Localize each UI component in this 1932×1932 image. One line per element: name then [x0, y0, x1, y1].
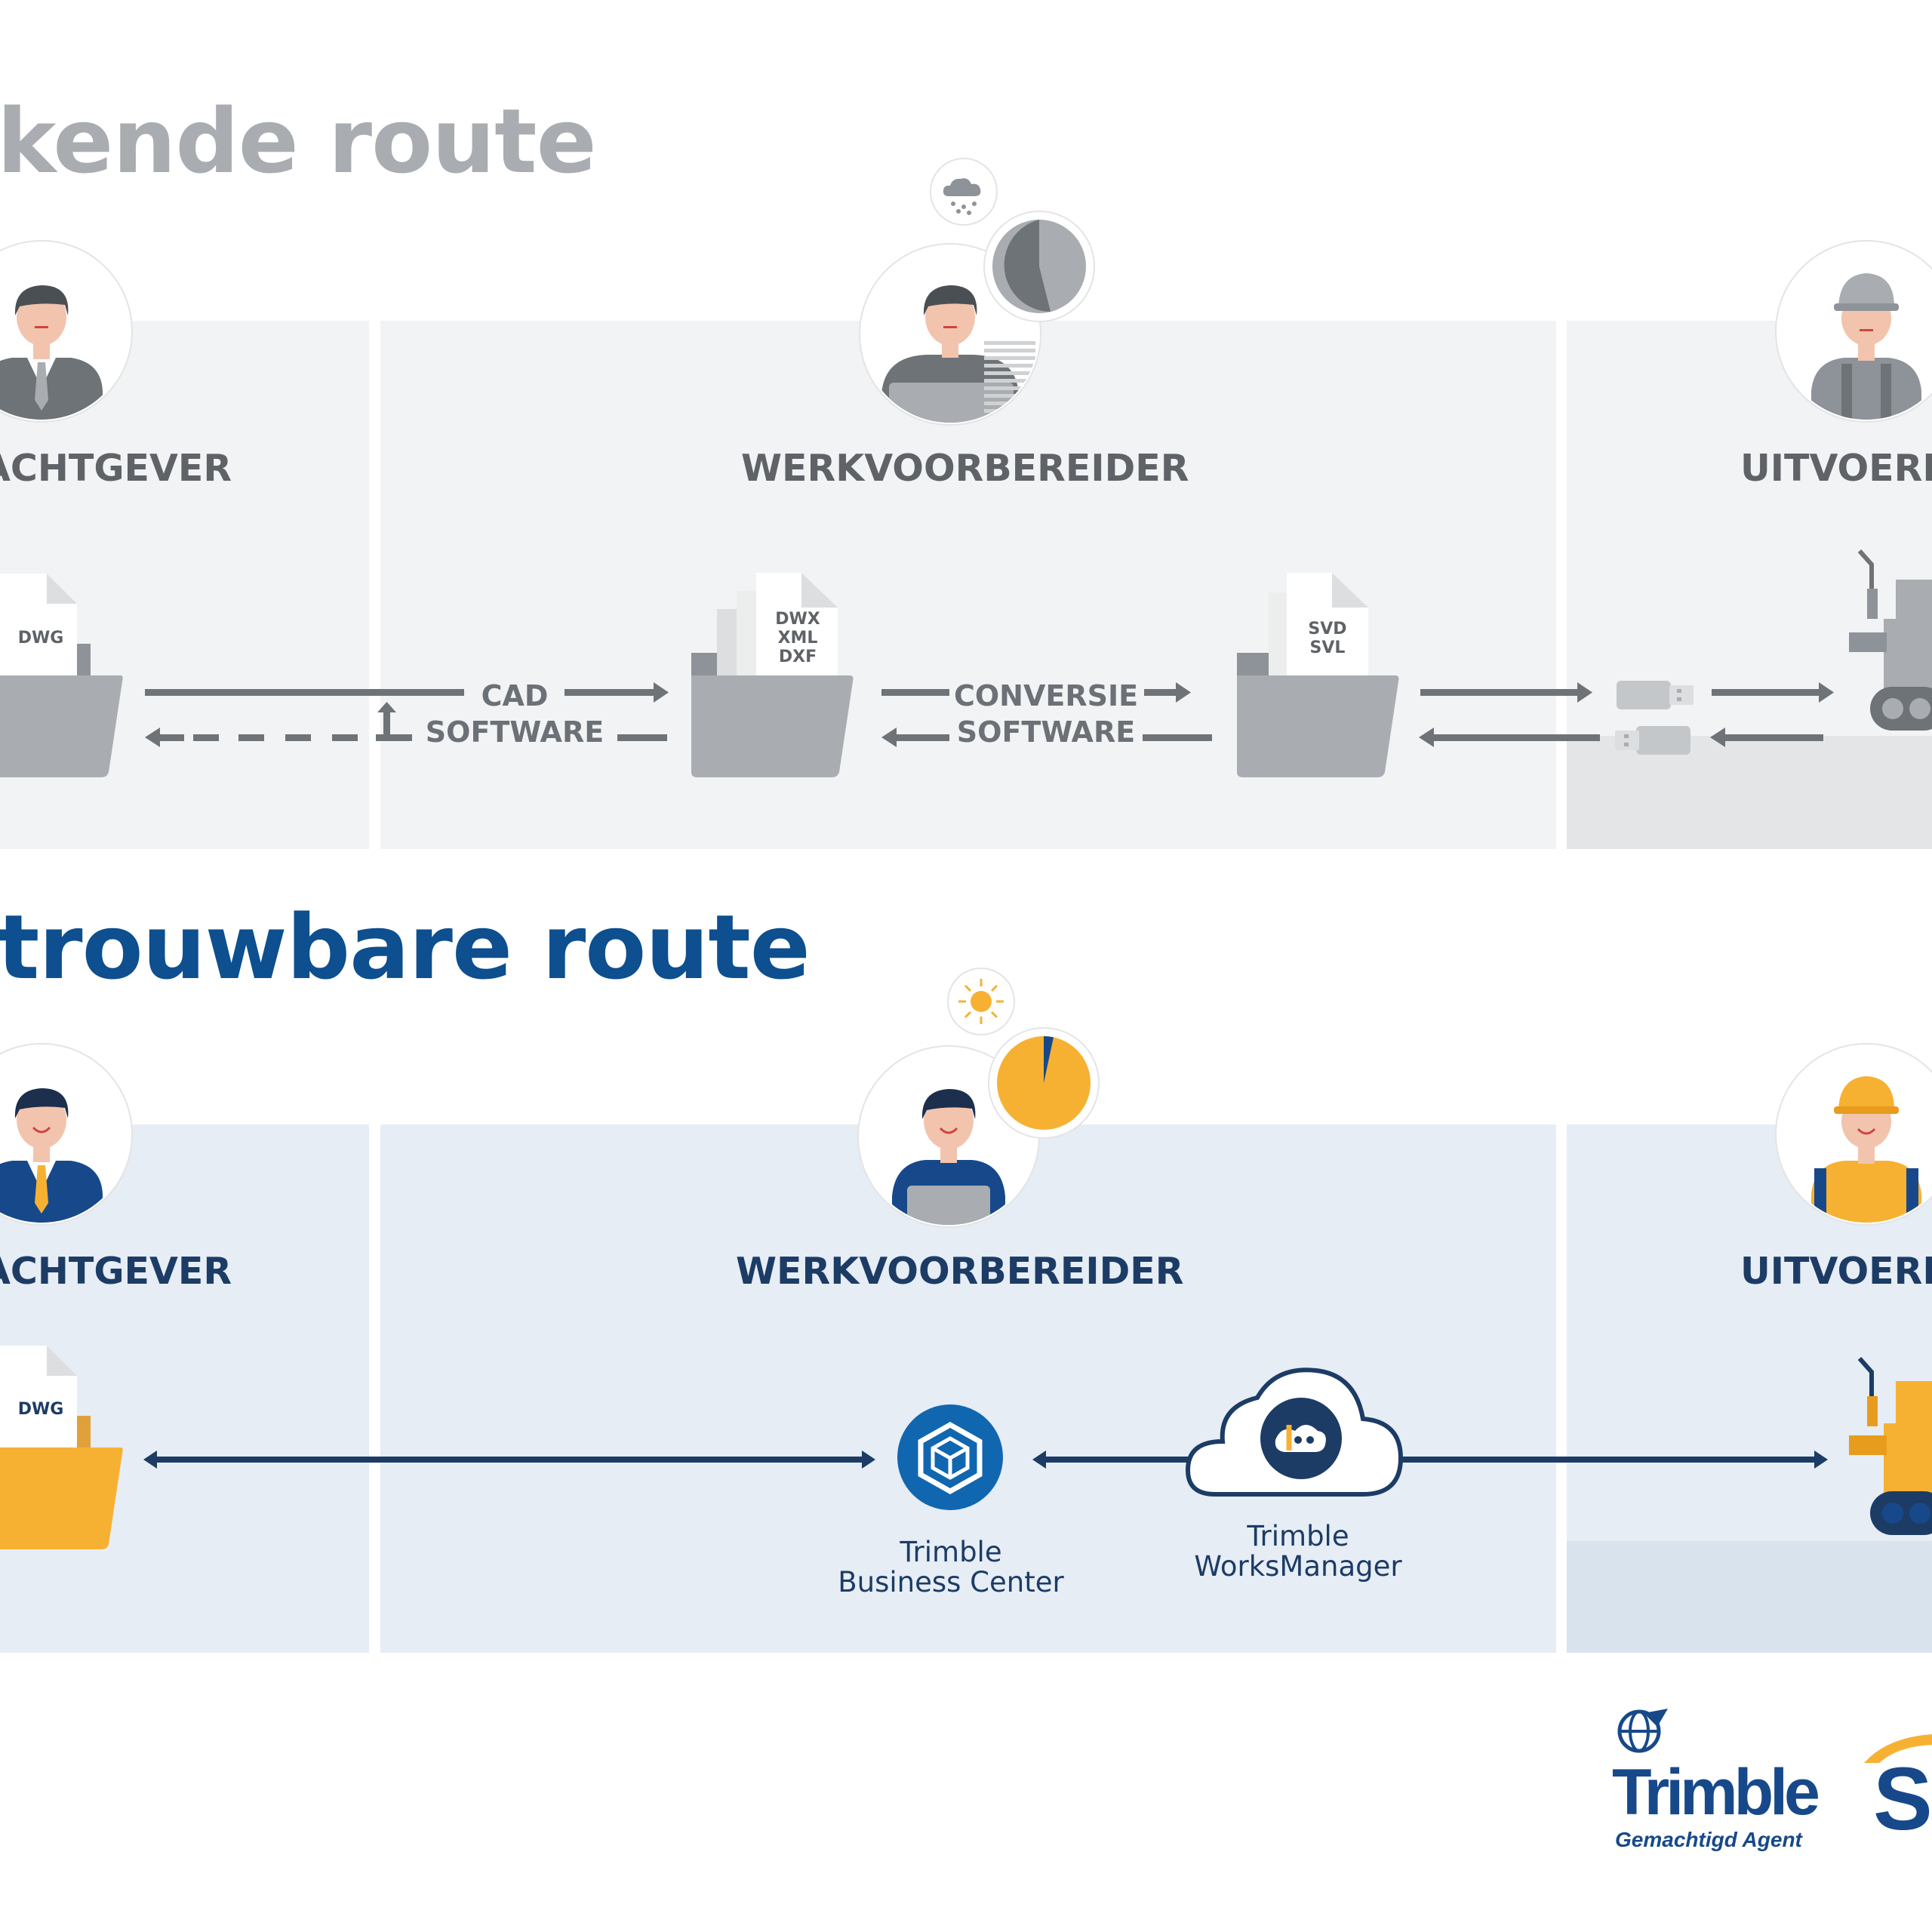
yellow-pie-clock-icon: [988, 1027, 1100, 1139]
top-role-planner: WERKVOORBEREIDER: [741, 447, 1189, 490]
top-operator-avatar: [1775, 240, 1932, 423]
bottom-dwg-folder-icon: DWG: [0, 1346, 123, 1549]
top-svd-folder-icon: SVD SVL: [1237, 573, 1399, 777]
sun-icon: [947, 968, 1015, 1035]
cloud-icon: [1185, 1367, 1404, 1497]
gray-pie-clock-icon: [983, 211, 1095, 322]
usb-stick-icon: [1615, 681, 1694, 755]
bottom-client-avatar: [0, 1043, 133, 1226]
trimble-logo-text: Trimble: [1612, 1756, 1820, 1829]
conversie-software-label: CONVERSIE SOFTWARE: [953, 679, 1139, 749]
svg-text:XML: XML: [778, 629, 818, 648]
tbc-label: Trimble Business Center: [838, 1536, 1064, 1598]
bottom-title: trouwbare route: [0, 895, 811, 999]
bottom-excavator-icon: [1849, 1357, 1932, 1535]
svg-text:DWG: DWG: [18, 1400, 64, 1419]
partner-logo-letter: S: [1873, 1749, 1932, 1849]
svg-text:DWX: DWX: [775, 610, 820, 629]
top-ground: [1567, 736, 1932, 849]
trimble-logo-subtitle: Gemachtigd Agent: [1615, 1828, 1802, 1851]
rain-cloud-icon: [930, 158, 998, 226]
partner-logo-swoosh-icon: [1864, 1734, 1932, 1763]
bottom-role-client: ACHTGEVER: [0, 1250, 232, 1293]
top-title: kende route: [0, 89, 597, 193]
top-role-client: ACHTGEVER: [0, 447, 232, 490]
trimble-business-center-icon: [897, 1404, 1003, 1510]
top-dwg-folder-icon: DWG: [0, 574, 123, 777]
svg-text:DXF: DXF: [779, 648, 817, 666]
bottom-ground: [1567, 1541, 1932, 1653]
bottom-role-operator: UITVOERD: [1740, 1250, 1932, 1293]
trimble-globe-logo-icon: [1617, 1709, 1668, 1753]
bottom-operator-avatar: [1775, 1043, 1932, 1226]
cad-software-label: CAD SOFTWARE: [425, 679, 605, 749]
top-excavator-icon: [1849, 549, 1932, 731]
bottom-role-planner: WERKVOORBEREIDER: [736, 1250, 1184, 1293]
svg-text:SVL: SVL: [1310, 638, 1346, 657]
top-flow-arrows: [145, 681, 1834, 755]
svg-text:SVD: SVD: [1308, 620, 1346, 638]
dwg-label: DWG: [18, 629, 64, 648]
top-formats-folder-icon: DWX XML DXF: [691, 573, 854, 777]
twm-label: Trimble WorksManager: [1194, 1520, 1402, 1583]
top-role-operator: UITVOERD: [1740, 447, 1932, 490]
bottom-flow-arrows: [143, 1451, 1828, 1469]
top-client-avatar: [0, 240, 133, 423]
